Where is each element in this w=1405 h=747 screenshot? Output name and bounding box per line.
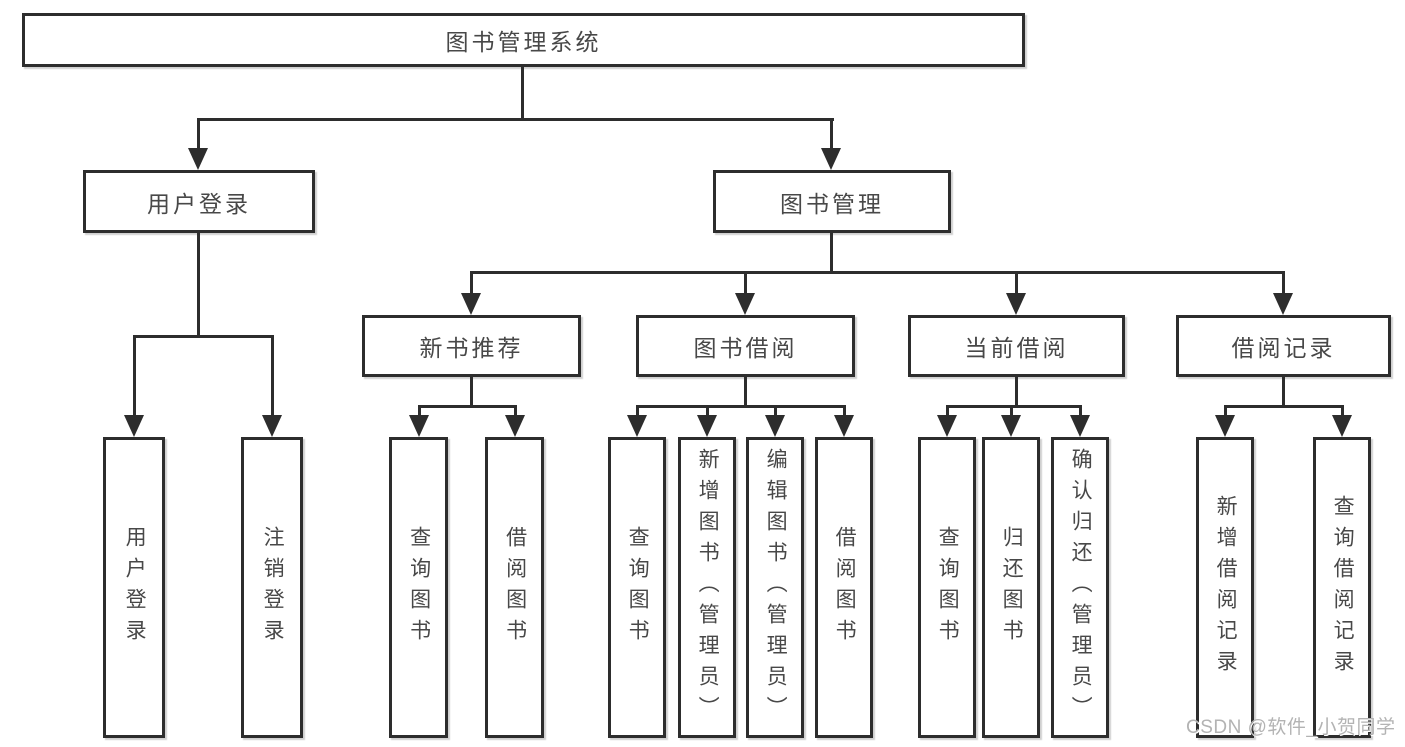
- connector-line: [1010, 405, 1013, 419]
- connector-line: [470, 377, 473, 408]
- arrow-down-icon: [1273, 293, 1293, 315]
- connector-line: [636, 405, 845, 408]
- arrow-down-icon: [1215, 415, 1235, 437]
- connector-line: [197, 233, 200, 337]
- connector-line: [1015, 377, 1018, 408]
- connector-line: [197, 118, 834, 121]
- leaf-user-login: 用户登录: [103, 437, 165, 738]
- connector-line: [830, 118, 833, 152]
- node-library-system-label: 图书管理系统: [445, 29, 602, 55]
- leaf-query-book-current: 查询图书: [918, 437, 976, 738]
- node-new-book-recommend-label: 新书推荐: [419, 335, 524, 361]
- arrow-down-icon: [461, 293, 481, 315]
- connector-line: [744, 377, 747, 408]
- arrow-down-icon: [937, 415, 957, 437]
- leaf-edit-book-admin: 编辑图书（管理员）: [746, 437, 804, 738]
- arrow-down-icon: [834, 415, 854, 437]
- node-book-management-label: 图书管理: [780, 190, 884, 217]
- connector-line: [521, 67, 524, 119]
- connector-line: [1015, 271, 1018, 297]
- leaf-query-book-recommend: 查询图书: [389, 437, 448, 738]
- leaf-query-book-borrowing: 查询图书: [608, 437, 666, 738]
- connector-line: [133, 335, 136, 419]
- leaf-add-book-admin: 新增图书（管理员）: [678, 437, 736, 738]
- node-user-login-label: 用户登录: [147, 190, 251, 217]
- arrow-down-icon: [124, 415, 144, 437]
- leaf-confirm-return-admin: 确认归还（管理员）: [1051, 437, 1109, 738]
- connector-line: [1079, 405, 1082, 419]
- connector-line: [470, 271, 1284, 274]
- leaf-return-book: 归还图书: [982, 437, 1040, 738]
- node-current-borrowing: 当前借阅: [908, 315, 1125, 377]
- arrow-down-icon: [1001, 415, 1021, 437]
- arrow-down-icon: [262, 415, 282, 437]
- arrow-down-icon: [627, 415, 647, 437]
- arrow-down-icon: [409, 415, 429, 437]
- connector-line: [830, 233, 833, 274]
- node-book-borrowing: 图书借阅: [636, 315, 855, 377]
- connector-line: [774, 405, 777, 419]
- arrow-down-icon: [1006, 293, 1026, 315]
- connector-line: [706, 405, 709, 419]
- leaf-query-borrow-record: 查询借阅记录: [1313, 437, 1371, 738]
- arrow-down-icon: [188, 148, 208, 170]
- connector-line: [418, 405, 421, 419]
- arrow-down-icon: [1070, 415, 1090, 437]
- connector-line: [514, 405, 517, 419]
- leaf-add-borrow-record: 新增借阅记录: [1196, 437, 1254, 738]
- connector-line: [946, 405, 1081, 408]
- node-book-management: 图书管理: [713, 170, 951, 233]
- arrow-down-icon: [735, 293, 755, 315]
- arrow-down-icon: [505, 415, 525, 437]
- connector-line: [197, 118, 200, 152]
- connector-line: [1282, 377, 1285, 408]
- connector-line: [1224, 405, 1227, 419]
- leaf-logout: 注销登录: [241, 437, 303, 738]
- arrow-down-icon: [821, 148, 841, 170]
- connector-line: [744, 271, 747, 297]
- csdn-watermark: CSDN @软件_小贺同学: [1186, 717, 1396, 738]
- node-new-book-recommend: 新书推荐: [362, 315, 581, 377]
- node-borrowing-records-label: 借阅记录: [1231, 335, 1336, 361]
- connector-line: [1282, 271, 1285, 297]
- connector-line: [946, 405, 949, 419]
- node-book-borrowing-label: 图书借阅: [693, 335, 798, 361]
- connector-line: [843, 405, 846, 419]
- leaf-borrow-book-borrowing: 借阅图书: [815, 437, 873, 738]
- leaf-borrow-book-recommend: 借阅图书: [485, 437, 544, 738]
- connector-line: [636, 405, 639, 419]
- connector-line: [271, 335, 274, 419]
- arrow-down-icon: [1332, 415, 1352, 437]
- connector-line: [470, 271, 473, 297]
- connector-line: [133, 335, 274, 338]
- arrow-down-icon: [697, 415, 717, 437]
- connector-line: [1341, 405, 1344, 419]
- connector-line: [418, 405, 517, 408]
- node-library-system: 图书管理系统: [22, 13, 1025, 67]
- arrow-down-icon: [765, 415, 785, 437]
- node-current-borrowing-label: 当前借阅: [964, 335, 1069, 361]
- node-borrowing-records: 借阅记录: [1176, 315, 1391, 377]
- connector-line: [1224, 405, 1343, 408]
- node-user-login: 用户登录: [83, 170, 315, 233]
